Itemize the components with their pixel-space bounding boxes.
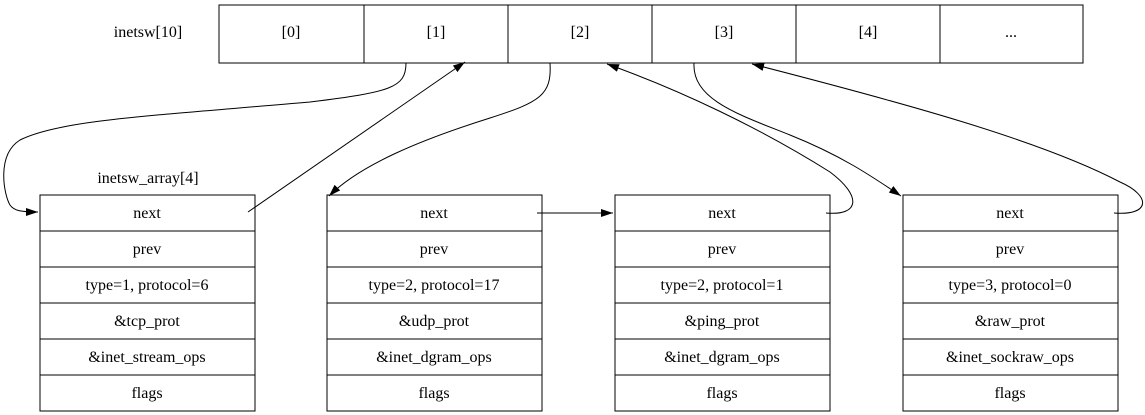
- struct-1-field-ops: &inet_dgram_ops: [376, 349, 492, 366]
- array-cell-1: [1]: [363, 4, 509, 64]
- struct-2-field-ops: &inet_dgram_ops: [664, 349, 780, 366]
- struct-1-field-prev: prev: [420, 241, 448, 258]
- array-cell-label-5: ...: [1005, 24, 1017, 41]
- arrow-struct3-next-to-slot3: [751, 63, 1143, 214]
- struct-3-field-next: next: [996, 205, 1024, 222]
- struct-3-field-prev: prev: [996, 241, 1024, 258]
- struct-box-0: next prev type=1, protocol=6 &tcp_prot &…: [39, 194, 256, 412]
- struct-2-field-prev: prev: [708, 241, 736, 258]
- pointer-arrows: [3, 61, 1143, 217]
- struct-0-field-next: next: [133, 205, 161, 222]
- array-cell-3: [3]: [651, 4, 797, 64]
- struct-0-field-ops: &inet_stream_ops: [88, 349, 205, 366]
- struct-2-field-flags: flags: [706, 385, 737, 402]
- arrow-slot1-to-struct0-next: [3, 62, 407, 216]
- struct-box-3: next prev type=3, protocol=0 &raw_prot &…: [902, 194, 1119, 412]
- array-cell-label-1: [1]: [427, 24, 446, 41]
- array-cell-2: [2]: [507, 4, 653, 64]
- struct-1-field-flags: flags: [418, 385, 449, 402]
- arrow-struct0-next-to-slot1: [247, 61, 466, 213]
- array-cell-0: [0]: [218, 4, 365, 64]
- arrow-slot3-to-struct3-next: [693, 62, 902, 197]
- struct-box-1: next prev type=2, protocol=17 &udp_prot …: [326, 194, 543, 412]
- struct-1-field-prot: &udp_prot: [399, 313, 470, 330]
- array-cell-label-3: [3]: [715, 24, 734, 41]
- array-cell-5: ...: [939, 4, 1084, 64]
- array-cell-label-2: [2]: [571, 24, 590, 41]
- struct-3-field-type: type=3, protocol=0: [949, 277, 1072, 294]
- array-cell-4: [4]: [795, 4, 941, 64]
- struct-3-field-ops: &inet_sockraw_ops: [946, 349, 1074, 366]
- struct-array-label: inetsw_array[4]: [97, 170, 198, 187]
- inetsw-array: [0] [1] [2] [3] [4] ...: [218, 4, 1084, 64]
- struct-1-field-type: type=2, protocol=17: [369, 277, 500, 294]
- struct-3-field-flags: flags: [994, 385, 1025, 402]
- array-cell-label-4: [4]: [859, 24, 878, 41]
- struct-2-field-type: type=2, protocol=1: [661, 277, 784, 294]
- struct-0-field-type: type=1, protocol=6: [86, 277, 209, 294]
- struct-3-field-prot: &raw_prot: [975, 313, 1046, 330]
- struct-0-field-prev: prev: [133, 241, 161, 258]
- struct-0-field-flags: flags: [131, 385, 162, 402]
- struct-box-2: next prev type=2, protocol=1 &ping_prot …: [614, 194, 831, 412]
- array-cell-label-0: [0]: [282, 24, 301, 41]
- arrow-struct2-next-to-slot2: [606, 63, 854, 214]
- array-label: inetsw[10]: [114, 24, 182, 41]
- struct-2-field-prot: &ping_prot: [685, 313, 760, 330]
- struct-2-field-next: next: [708, 205, 736, 222]
- struct-1-field-next: next: [420, 205, 448, 222]
- struct-0-field-prot: &tcp_prot: [114, 313, 180, 330]
- arrow-slot2-to-struct1-next: [328, 62, 551, 197]
